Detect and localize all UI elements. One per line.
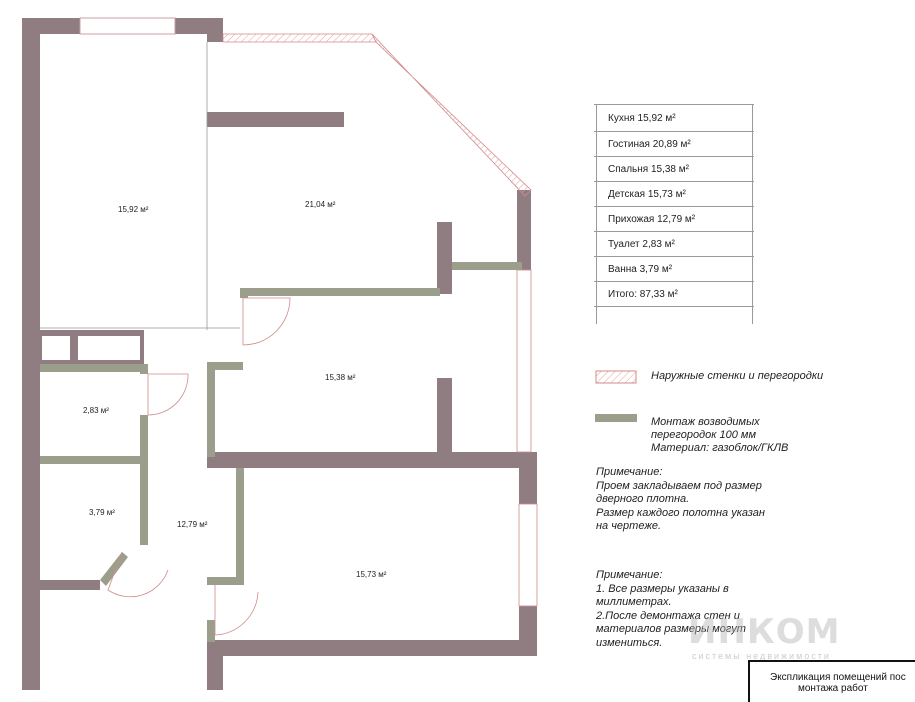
explication-table: Кухня 15,92 м² Гостиная 20,89 м² Спальня… xyxy=(594,104,754,307)
corner-line-1: Экспликация помещений пос xyxy=(770,672,906,683)
table-cell: Детская 15,73 м² xyxy=(594,181,754,207)
room-label-toilet: 2,83 м² xyxy=(83,406,109,415)
table-cell: Итого: 87,33 м² xyxy=(594,281,754,307)
table-row: Ванна 3,79 м² xyxy=(594,256,754,282)
explication-header-box: Экспликация помещений пос монтажа работ xyxy=(748,660,915,702)
room-label-living: 21,04 м² xyxy=(305,200,336,209)
table-row: Кухня 15,92 м² xyxy=(594,104,754,132)
watermark-logo: ИНКОМ xyxy=(688,612,841,652)
door-swings xyxy=(107,297,291,636)
legend-line: перегородок 100 мм xyxy=(651,429,756,441)
table-row: Спальня 15,38 м² xyxy=(594,156,754,182)
table-row: Итого: 87,33 м² xyxy=(594,281,754,307)
new-partition-swatch xyxy=(595,414,637,422)
room-label-hall: 12,79 м² xyxy=(177,520,208,529)
table-cell: Гостиная 20,89 м² xyxy=(594,131,754,157)
table-cell: Прихожая 12,79 м² xyxy=(594,206,754,232)
note-title: Примечание: xyxy=(596,466,663,478)
note-line: 1. Все размеры указаны в xyxy=(596,582,729,595)
table-row: Детская 15,73 м² xyxy=(594,181,754,207)
note-line: на чертеже. xyxy=(596,520,662,532)
note-line: 2.После демонтажа стен и xyxy=(596,609,740,622)
note-line: миллиметрах. xyxy=(596,596,672,608)
note-1: Примечание: Проем закладываем под размер… xyxy=(596,466,765,534)
legend-line: Материал: газоблок/ГКЛВ xyxy=(651,442,789,454)
note-2: Примечание: 1. Все размеры указаны в мил… xyxy=(596,569,746,650)
table-cell: Спальня 15,38 м² xyxy=(594,156,754,182)
note-line: материалов размеры могут xyxy=(596,623,746,635)
room-label-kitchen: 15,92 м² xyxy=(118,205,149,214)
legend-outer-walls: Наружные стенки и перегородки xyxy=(651,370,824,382)
note-line: Проем закладываем под размер xyxy=(596,479,762,492)
outer-wall-swatch xyxy=(595,370,637,384)
room-label-bedroom: 15,38 м² xyxy=(325,373,356,382)
table-row: Туалет 2,83 м² xyxy=(594,231,754,257)
new-partitions xyxy=(40,262,522,642)
note-line: дверного плотна. xyxy=(596,493,690,505)
table-cell: Кухня 15,92 м² xyxy=(594,104,754,132)
floor-plan xyxy=(22,17,538,690)
note-title: Примечание: xyxy=(596,569,663,581)
legend-line: Монтаж возводимых xyxy=(651,416,760,428)
table-cell: Туалет 2,83 м² xyxy=(594,231,754,257)
note-line: измениться. xyxy=(596,636,663,649)
room-label-nursery: 15,73 м² xyxy=(356,570,387,579)
legend-new-partitions: Монтаж возводимых перегородок 100 мм Мат… xyxy=(651,416,788,455)
table-row: Прихожая 12,79 м² xyxy=(594,206,754,232)
room-label-bath: 3,79 м² xyxy=(89,508,115,517)
watermark-tagline: системы недвижимости xyxy=(692,651,831,661)
table-cell: Ванна 3,79 м² xyxy=(594,256,754,282)
window-walls xyxy=(222,33,538,607)
table-row: Гостиная 20,89 м² xyxy=(594,131,754,157)
corner-line-2: монтажа работ xyxy=(798,683,868,694)
note-line: Размер каждого полотна указан xyxy=(596,506,765,519)
